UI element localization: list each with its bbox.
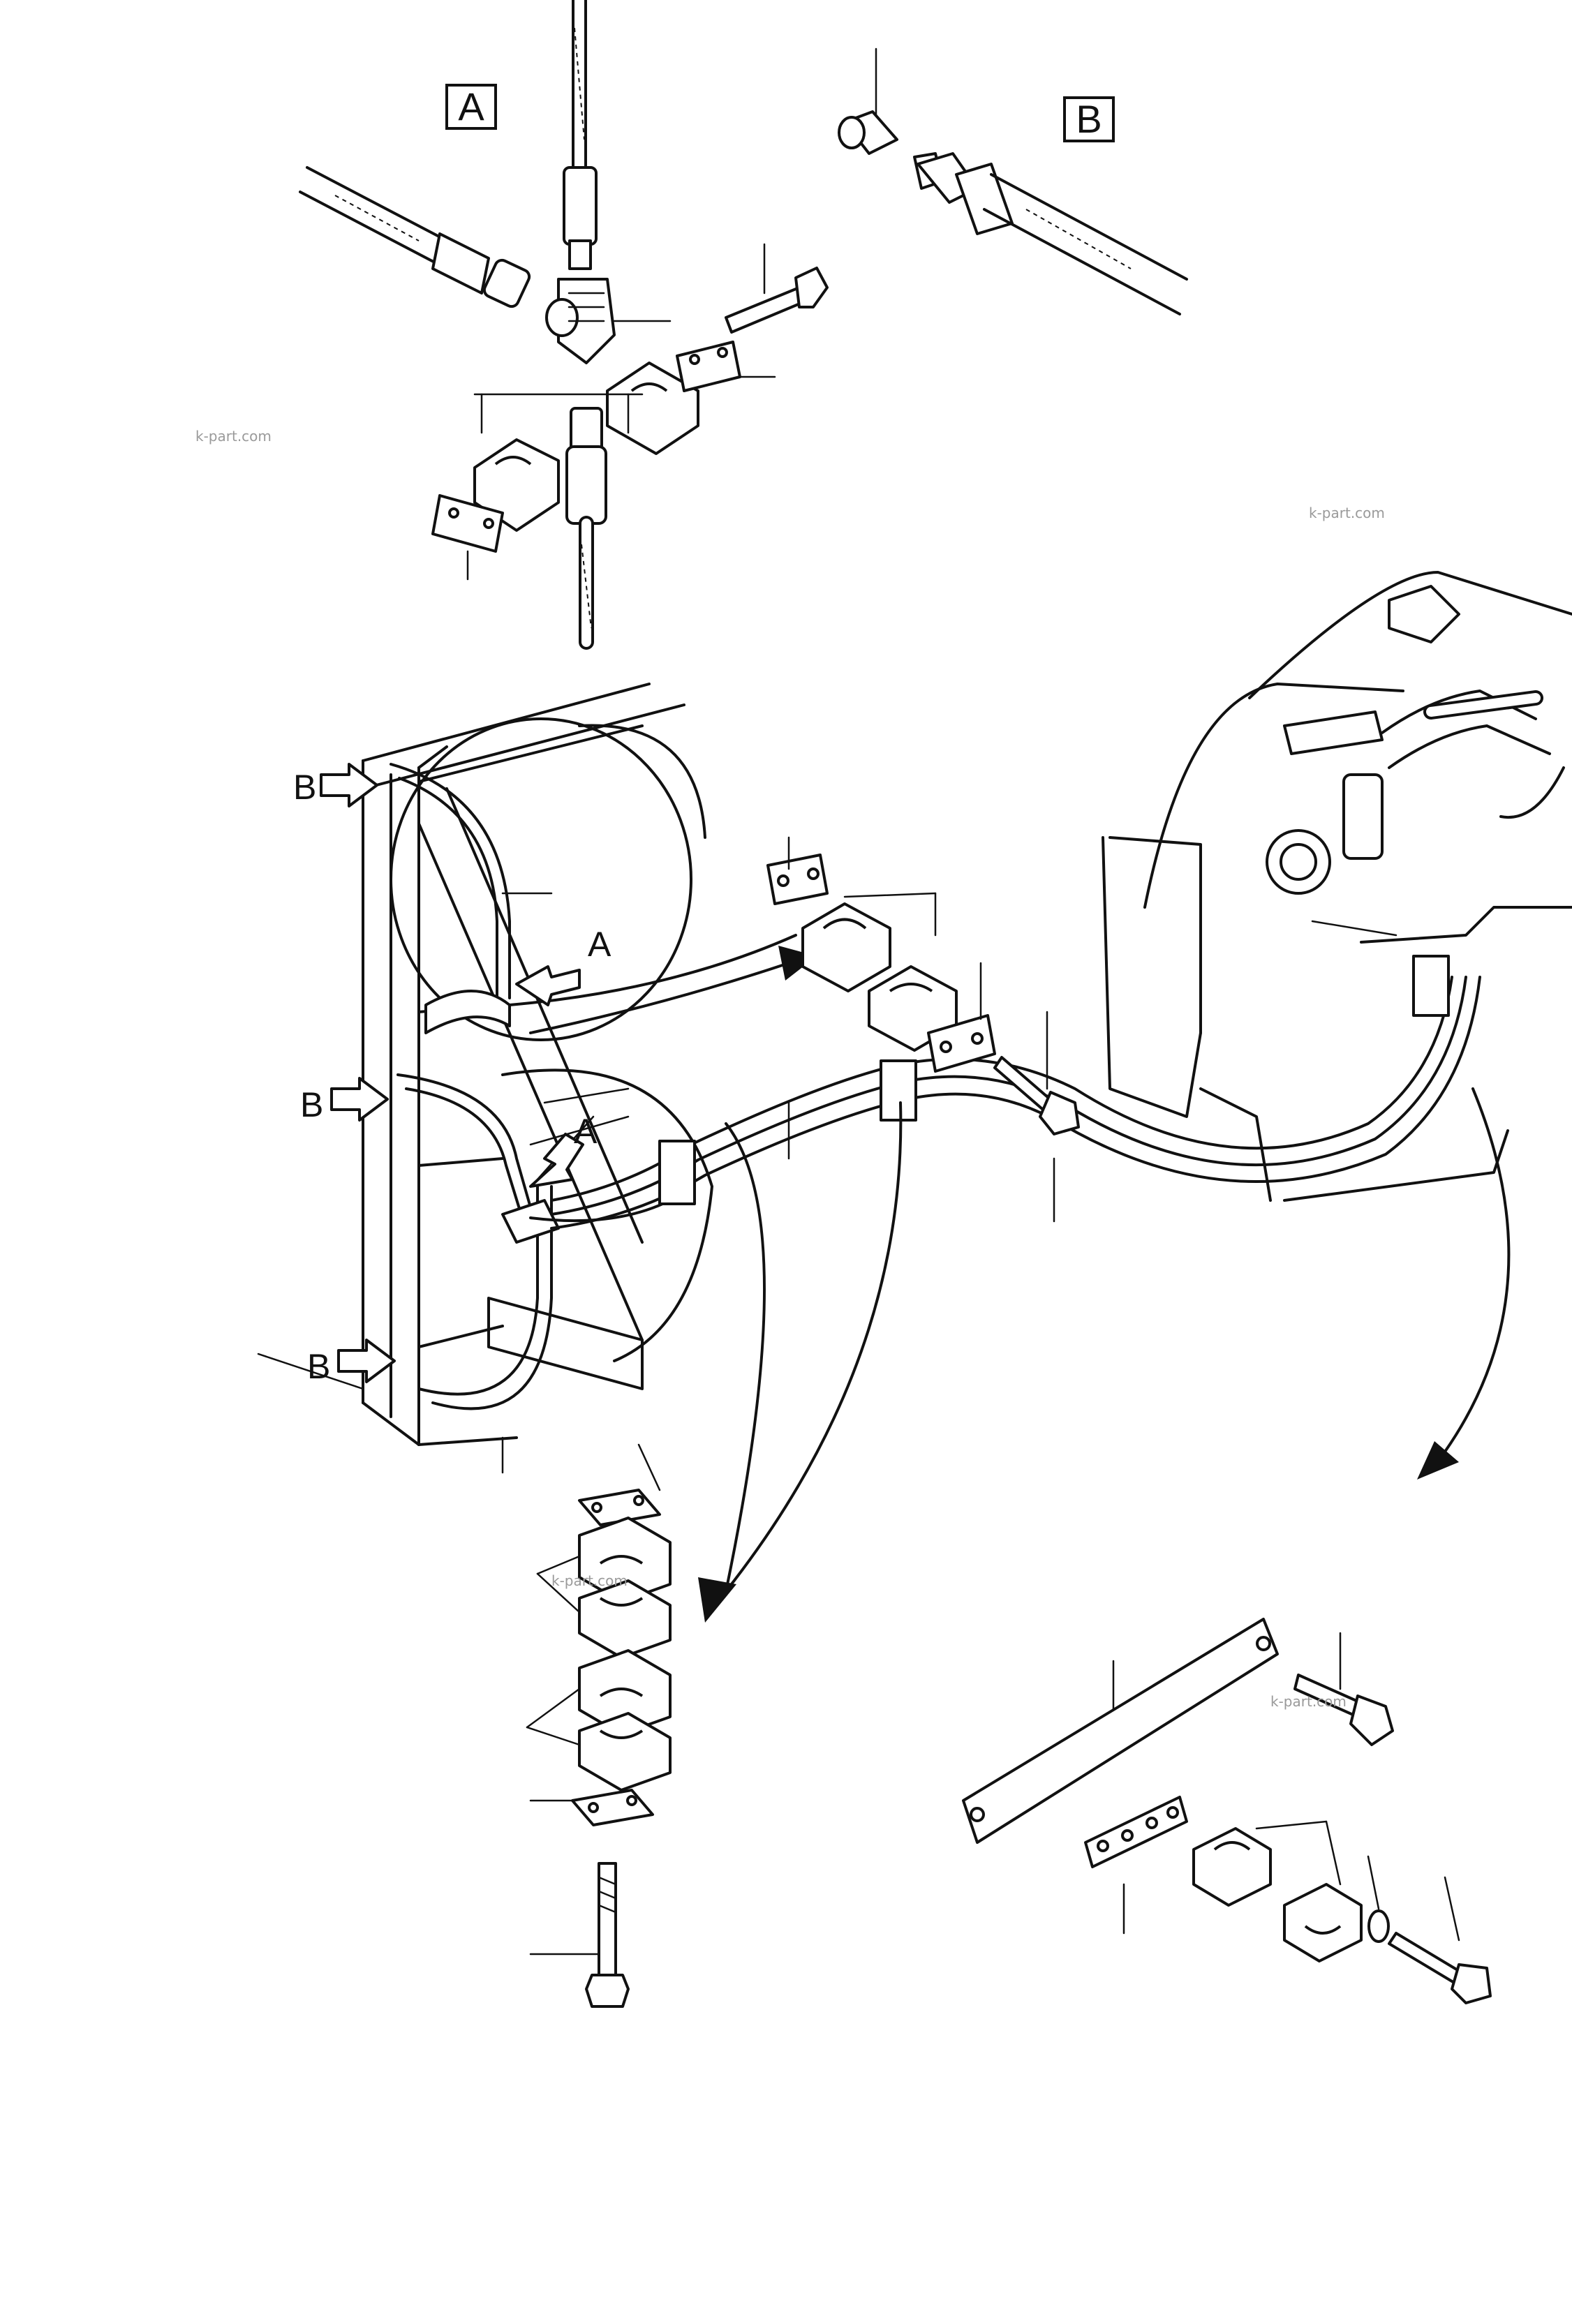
detail-a-tee-fitting-group: A	[195, 0, 829, 650]
mounting-bracket-assembly: k-part.com	[962, 1618, 1492, 2004]
arrow-a-lower-label: A	[574, 1112, 598, 1151]
detail-b-adapter-group: B k-part.com	[838, 47, 1385, 521]
arrow-b-lower-label: B	[307, 1347, 330, 1386]
callout-arrow-to-bracket	[1417, 1441, 1459, 1480]
hose-detail-b	[917, 152, 1188, 315]
arrow-b-middle-label: B	[300, 1085, 323, 1124]
cooler-frame-assembly	[257, 683, 713, 1474]
clamp-stack-lower: k-part.com	[526, 1443, 672, 2008]
watermark-2: k-part.com	[1309, 505, 1385, 521]
hydraulic-tank	[1102, 571, 1572, 1202]
hose-clamp-2	[880, 1059, 917, 1122]
clamp-halves-detail-a	[431, 341, 776, 581]
arrow-a-upper-label: A	[588, 925, 611, 964]
detail-a-label: A	[458, 84, 484, 128]
clamp-kit-upper	[766, 836, 1080, 1135]
watermark-1: k-part.com	[195, 428, 272, 445]
tee-fitting	[545, 278, 672, 364]
pointer-arrows: B A B A B	[293, 763, 611, 1386]
detail-b-label: B	[1076, 97, 1102, 141]
clamp-plate	[1084, 1796, 1188, 1868]
arrow-b-middle	[330, 1077, 389, 1122]
mounting-bar	[962, 1618, 1279, 1844]
hose-clamp-1	[658, 1140, 696, 1205]
vertical-hose-upper	[563, 0, 598, 270]
arrow-b-upper	[320, 763, 378, 807]
hose-clamp-3	[1412, 955, 1450, 1017]
diagonal-hose-left	[299, 166, 531, 308]
detail-b-label-box	[1063, 96, 1115, 142]
callout-arrows	[529, 946, 1511, 1623]
bolt-detail-a	[725, 243, 829, 334]
callout-arrow-to-clamp-stack	[698, 1577, 736, 1623]
arrow-a-upper	[515, 965, 581, 1006]
hose-bundle	[550, 955, 1481, 1230]
arrow-a-lower	[529, 1133, 584, 1188]
cooler-hoses	[390, 763, 797, 1410]
watermark-3: k-part.com	[551, 1572, 628, 1589]
watermark-4: k-part.com	[1270, 1693, 1347, 1710]
detail-a-label-box	[445, 84, 497, 130]
arrow-b-upper-label: B	[293, 768, 316, 807]
return-filter	[1342, 773, 1384, 860]
vertical-hose-lower	[565, 407, 607, 650]
arrow-b-lower	[337, 1339, 396, 1383]
